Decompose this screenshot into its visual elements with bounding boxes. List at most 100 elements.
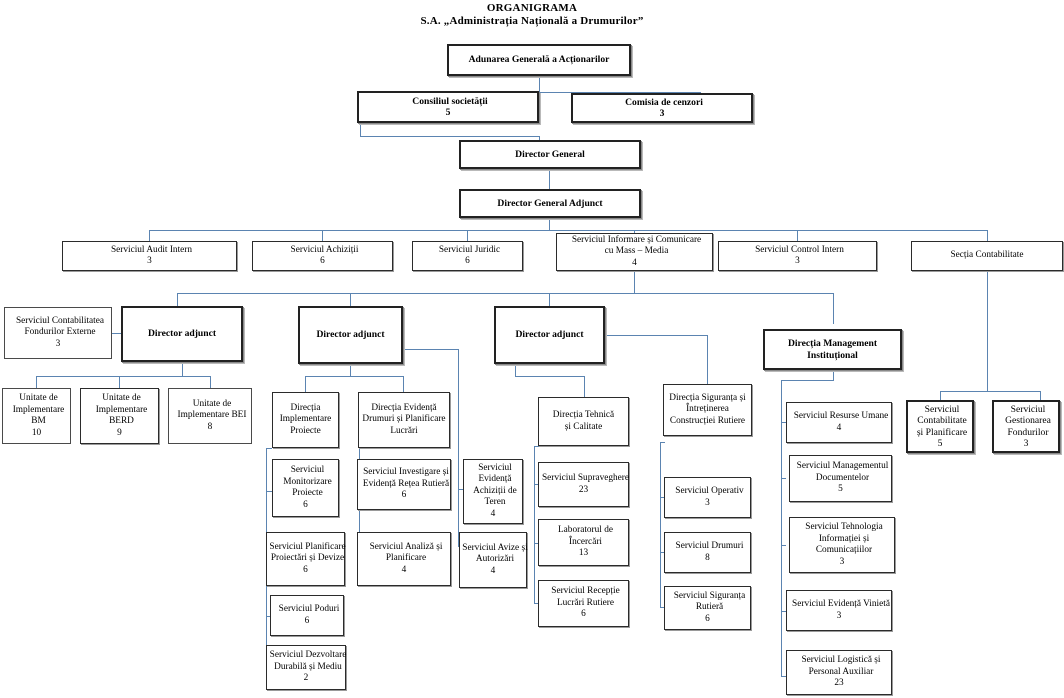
- node-adunarea-generala[interactable]: Adunarea Generală a Acționarilor: [447, 44, 631, 76]
- node-label: Serviciul Managementul Documentelor: [796, 461, 889, 483]
- node-serviciul-contabilitate-planificare[interactable]: Serviciul Contabilitate și Planificare 5: [906, 400, 974, 453]
- connector-dirad1-down: [182, 362, 183, 376]
- node-label: Serviciul Resurse Umane: [793, 411, 889, 421]
- node-label: Serviciul Gestionarea Fondurilor: [1005, 403, 1051, 438]
- node-label: Director adjunct: [316, 329, 385, 341]
- node-count: 3: [795, 256, 800, 266]
- node-serviciul-planificare-proiectari-devize[interactable]: Serviciul Planificare Proiectări și Devi…: [266, 532, 346, 586]
- node-count: 4: [490, 508, 496, 519]
- node-serviciul-supraveghere[interactable]: Serviciul Supraveghere 23: [538, 462, 629, 507]
- node-count: 2: [303, 673, 309, 684]
- node-directia-siguranta-intretinerea-constructiei-rutiere[interactable]: Direcția Siguranța și Întreținerea Const…: [663, 384, 752, 436]
- connector-dirsig-up: [707, 335, 708, 384]
- node-serviciul-tehnologia-informatiei-comunicatiilor[interactable]: Serviciul Tehnologia Informației și Comu…: [789, 517, 895, 573]
- node-serviciul-analiza-planificare[interactable]: Serviciul Analiză și Planificare 4: [357, 532, 451, 586]
- node-serviciul-monitorizare-proiecte[interactable]: Serviciul Monitorizare Proiecte 6: [272, 459, 339, 517]
- node-label: Serviciul Planificare Proiectări și Devi…: [269, 541, 346, 564]
- connector-control-up: [797, 230, 798, 242]
- node-label: Unitate de Implementare BERD: [95, 393, 148, 426]
- node-serviciul-siguranta-rutiera[interactable]: Serviciul Siguranța Rutieră 6: [664, 586, 751, 630]
- node-count: 9: [117, 427, 122, 438]
- connector-ded-up: [403, 376, 404, 392]
- node-serviciul-evidenta-achizitii-teren[interactable]: Serviciul Evidență Achiziții de Teren 4: [463, 459, 523, 524]
- node-directia-implementare-proiecte[interactable]: Direcția Implementare Proiecte: [272, 392, 339, 448]
- node-unitate-implementare-berd[interactable]: Unitate de Implementare BERD 9: [80, 388, 159, 444]
- node-label: Unitate de Implementare BM: [12, 393, 65, 426]
- node-label: Serviciul Analiză și Planificare: [369, 541, 443, 564]
- node-sectia-contabilitate[interactable]: Secția Contabilitate: [911, 241, 1063, 271]
- node-label: Serviciul Investigare și Evidență Rețea …: [362, 467, 450, 489]
- node-director-adjunct-1[interactable]: Director adjunct: [121, 306, 243, 362]
- node-label: Director adjunct: [147, 328, 217, 340]
- node-count: 5: [937, 438, 943, 449]
- node-directia-tehnica-calitate[interactable]: Direcția Tehnică și Calitate: [538, 397, 629, 446]
- node-label: Secția Contabilitate: [950, 250, 1024, 261]
- node-serviciul-achizitii[interactable]: Serviciul Achiziții 6: [252, 241, 393, 271]
- node-directia-evidenta-drumuri-planificare-lucrari[interactable]: Direcția Evidență Drumuri și Planificare…: [358, 392, 450, 448]
- node-director-general-adjunct[interactable]: Director General Adjunct: [459, 189, 641, 218]
- node-label: Serviciul Evidență Vinietă: [792, 599, 890, 609]
- node-unitate-implementare-bei[interactable]: Unitate de Implementare BEI 8: [168, 388, 252, 444]
- connector-bus-uip: [36, 376, 210, 377]
- node-label: Serviciul Recepție Lucrări Rutiere: [551, 586, 620, 608]
- connector-dirad3-bus: [515, 376, 584, 377]
- node-label: Unitate de Implementare BEI: [177, 398, 247, 421]
- node-serviciul-juridic[interactable]: Serviciul Juridic 6: [412, 241, 523, 271]
- node-director-general[interactable]: Director General: [459, 140, 641, 169]
- node-count: 4: [632, 257, 637, 268]
- node-serviciul-resurse-umane[interactable]: Serviciul Resurse Umane 4: [786, 402, 892, 443]
- node-serviciul-control-intern[interactable]: Serviciul Control Intern 3: [718, 241, 877, 271]
- node-label: Serviciul Audit Intern: [110, 244, 193, 255]
- node-serviciul-mass-media[interactable]: Serviciul Informare și Comunicare cu Mas…: [556, 233, 713, 271]
- node-directia-management-institutional[interactable]: Direcția Management Instituțional: [763, 329, 902, 370]
- node-label: Director General: [515, 148, 585, 160]
- node-serviciul-dezvoltare-durabila-mediu[interactable]: Serviciul Dezvoltare Durabilă și Mediu 2: [266, 645, 346, 690]
- node-comisia-de-cenzori[interactable]: Comisia de cenzori 3: [571, 93, 753, 123]
- node-label: Serviciul Control Intern: [755, 244, 844, 255]
- node-serviciul-evidenta-vinieta[interactable]: Serviciul Evidență Vinietă 3: [786, 590, 892, 631]
- node-count: 3: [705, 497, 710, 508]
- node-serviciul-audit-intern[interactable]: Serviciul Audit Intern 3: [62, 241, 237, 271]
- node-label: Comisia de cenzori: [625, 96, 703, 108]
- node-count: 3: [659, 108, 665, 119]
- node-director-adjunct-2[interactable]: Director adjunct: [298, 306, 403, 364]
- node-count: 3: [839, 556, 845, 567]
- connector-mgmtinst-bus: [781, 380, 834, 381]
- connector-adunarea-down: [539, 76, 540, 92]
- node-laboratorul-de-incercari[interactable]: Laboratorul de Încercări 13: [538, 519, 629, 566]
- connector-sectia-down: [987, 271, 988, 391]
- node-count: 3: [147, 256, 152, 266]
- node-consiliul-societatii[interactable]: Consiliul societății 5: [357, 91, 539, 123]
- node-serviciul-logistica-personal-auxiliar[interactable]: Serviciul Logistică și Personal Auxiliar…: [786, 650, 892, 695]
- node-serviciul-poduri[interactable]: Serviciul Poduri 6: [270, 595, 344, 636]
- connector-dip-up: [305, 376, 306, 392]
- node-label: Serviciul Juridic: [438, 244, 501, 255]
- node-director-adjunct-3[interactable]: Director adjunct: [494, 306, 605, 364]
- node-contabilitatea-fondurilor-externe[interactable]: Serviciul Contabilitatea Fondurilor Exte…: [4, 307, 112, 359]
- node-unitate-implementare-bm[interactable]: Unitate de Implementare BM 10: [2, 388, 71, 444]
- node-count: 10: [31, 427, 42, 438]
- node-serviciul-managementul-documentelor[interactable]: Serviciul Managementul Documentelor 5: [789, 455, 892, 502]
- connector-uipbm-up: [36, 376, 37, 388]
- connector-achizitii-up: [322, 230, 323, 242]
- node-count: 23: [578, 484, 589, 495]
- node-count: 8: [705, 552, 710, 563]
- node-serviciul-avize-autorizari[interactable]: Serviciul Avize și Autorizări 4: [459, 532, 528, 588]
- connector-dtc-laborator: [534, 543, 539, 544]
- node-serviciul-operativ[interactable]: Serviciul Operativ 3: [664, 477, 751, 518]
- node-count: 3: [55, 338, 61, 349]
- node-count: 13: [578, 548, 589, 559]
- node-label: Direcția Evidență Drumuri și Planificare…: [362, 402, 446, 436]
- node-label: Serviciul Achiziții: [290, 244, 359, 255]
- connector-mgmt-ti: [781, 545, 786, 546]
- node-serviciul-receptie-lucrari-rutiere[interactable]: Serviciul Recepție Lucrări Rutiere 6: [538, 580, 629, 627]
- node-serviciul-drumuri[interactable]: Serviciul Drumuri 8: [664, 532, 751, 573]
- node-label: Laboratorul de Încercări: [558, 525, 613, 547]
- connector-dirad3-right: [605, 335, 707, 336]
- connector-dip-poduri: [266, 616, 272, 617]
- node-serviciul-investigare-evidenta-retea-rutiera[interactable]: Serviciul Investigare și Evidență Rețea …: [357, 459, 451, 510]
- connector-dirad1-up: [177, 293, 178, 306]
- node-count: 8: [207, 421, 213, 432]
- node-serviciul-gestionarea-fondurilor[interactable]: Serviciul Gestionarea Fondurilor 3: [992, 400, 1060, 453]
